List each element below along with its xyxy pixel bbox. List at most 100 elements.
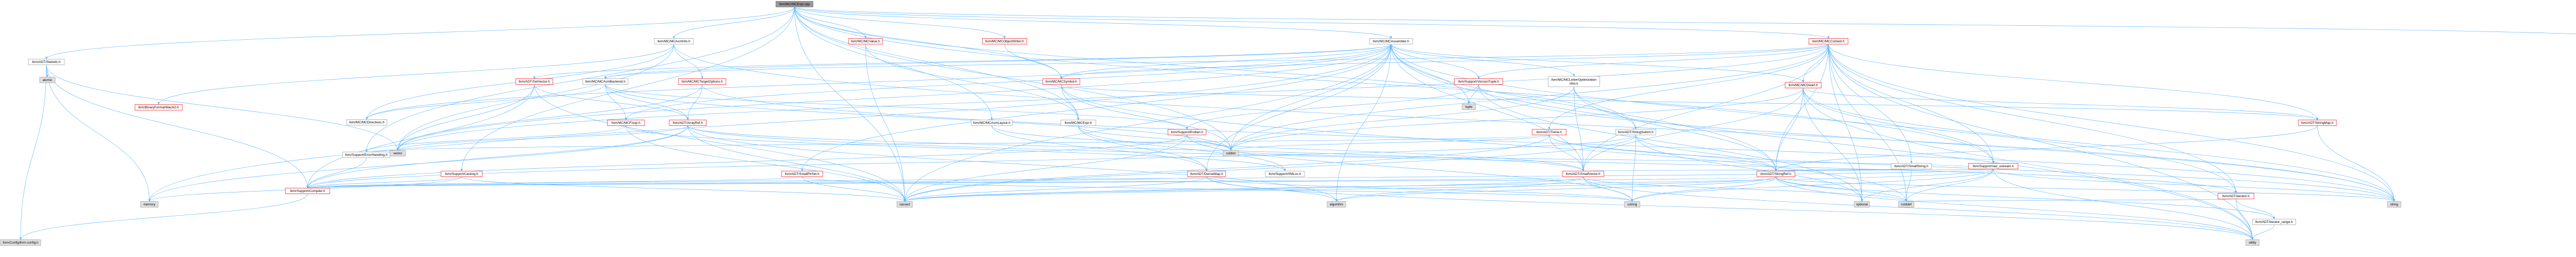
node-setvector[interactable]: llvm/ADT/SetVector.h bbox=[515, 78, 553, 85]
node-statistic[interactable]: llvm/ADT/Statistic.h bbox=[28, 59, 65, 65]
node-box-vector[interactable] bbox=[389, 150, 406, 156]
node-box-smallptrset[interactable] bbox=[781, 171, 823, 177]
node-box-mcdirectives[interactable] bbox=[346, 119, 387, 125]
edge-mccontext-to-vector bbox=[398, 44, 1829, 151]
node-mcexpr_focus[interactable]: llvm/MC/MCExpr.cpp bbox=[775, 1, 814, 7]
node-box-smallstring[interactable] bbox=[1891, 163, 1932, 169]
node-mcasmbackend[interactable]: llvm/MC/MCAsmBackend.h bbox=[582, 78, 629, 85]
node-box-versiontuple[interactable] bbox=[1454, 78, 1503, 85]
node-box-mcasminfo[interactable] bbox=[654, 38, 694, 44]
node-smallvector[interactable]: llvm/ADT/SmallVector.h bbox=[1562, 171, 1604, 177]
node-box-compiler[interactable] bbox=[285, 188, 330, 194]
node-mcasminfo[interactable]: llvm/MC/MCAsmInfo.h bbox=[654, 38, 694, 44]
node-box-binaryformat[interactable] bbox=[134, 104, 183, 110]
node-box-iterator_range[interactable] bbox=[2252, 219, 2296, 225]
node-box-densemap[interactable] bbox=[1187, 171, 1226, 177]
node-twine[interactable]: llvm/ADT/Twine.h bbox=[1532, 129, 1567, 135]
node-binaryformat[interactable]: llvm/BinaryFormat/MachO.h bbox=[134, 104, 183, 110]
node-mcdirectives[interactable]: llvm/MC/MCDirectives.h bbox=[346, 119, 387, 125]
node-iterator_range[interactable]: llvm/ADT/iterator_range.h bbox=[2252, 219, 2296, 225]
node-box-mcexpr_focus[interactable] bbox=[775, 1, 814, 7]
node-box-arrayref[interactable] bbox=[669, 120, 707, 126]
node-box-mcvalue[interactable] bbox=[848, 38, 883, 44]
node-box-rawostream[interactable] bbox=[1968, 163, 2019, 169]
node-smlocation[interactable]: llvm/Support/SMLoc.h bbox=[1265, 171, 1305, 177]
node-box-casting[interactable] bbox=[440, 171, 483, 177]
node-box-mcexpr_h[interactable] bbox=[1060, 120, 1096, 126]
node-box-mcasmlayout[interactable] bbox=[971, 120, 1013, 126]
node-box-mccontext[interactable] bbox=[1808, 38, 1849, 44]
node-utility[interactable]: utility bbox=[2245, 239, 2260, 246]
node-box-llvmconfig[interactable] bbox=[0, 239, 41, 246]
node-algorithm[interactable]: algorithm bbox=[1327, 201, 1346, 207]
node-cstring[interactable]: cstring bbox=[1624, 201, 1640, 207]
node-atomic[interactable]: atomic bbox=[39, 77, 56, 83]
node-box-cstdint[interactable] bbox=[1223, 150, 1239, 156]
node-stringref[interactable]: llvm/ADT/StringRef.h bbox=[1756, 171, 1795, 177]
node-cstdint[interactable]: cstdint bbox=[1223, 150, 1239, 156]
node-box-iterator[interactable] bbox=[2217, 193, 2255, 199]
node-box-cstring[interactable] bbox=[1624, 201, 1640, 207]
node-box-tuple[interactable] bbox=[1462, 104, 1476, 110]
node-mcdwarf[interactable]: llvm/MC/MCDwarf.h bbox=[1785, 82, 1822, 88]
node-box-cstddef[interactable] bbox=[1898, 201, 1914, 207]
node-arrayref[interactable]: llvm/ADT/ArrayRef.h bbox=[669, 120, 707, 126]
node-box-mcdwarf[interactable] bbox=[1785, 82, 1822, 88]
node-box-memory[interactable] bbox=[140, 201, 159, 207]
node-cassert[interactable]: cassert bbox=[896, 201, 913, 207]
node-mcasmlayout[interactable]: llvm/MC/MCAsmLayout.h bbox=[971, 120, 1013, 126]
edge-iterator-to-iterator_range bbox=[2235, 199, 2274, 219]
node-mcvalue[interactable]: llvm/MC/MCValue.h bbox=[848, 38, 883, 44]
node-tuple[interactable]: tuple bbox=[1462, 104, 1476, 110]
node-mcassembler[interactable]: llvm/MC/MCAssembler.h bbox=[1369, 38, 1413, 44]
node-stringmap[interactable]: llvm/ADT/StringMap.h bbox=[2298, 120, 2337, 126]
node-endian[interactable]: llvm/Support/Endian.h bbox=[1167, 129, 1207, 135]
node-box-cassert[interactable] bbox=[896, 201, 913, 207]
node-box-endian[interactable] bbox=[1167, 129, 1207, 135]
node-compiler[interactable]: llvm/Support/Compiler.h bbox=[285, 188, 330, 194]
node-cstddef[interactable]: cstddef bbox=[1898, 201, 1914, 207]
node-box-mcsymbol[interactable] bbox=[1042, 78, 1080, 85]
node-box-atomic[interactable] bbox=[39, 77, 56, 83]
node-box-optional[interactable] bbox=[1854, 201, 1870, 207]
node-mcsymbol[interactable]: llvm/MC/MCSymbol.h bbox=[1042, 78, 1080, 85]
node-box-mcobjectwriter[interactable] bbox=[982, 38, 1027, 44]
node-box-mcassembler[interactable] bbox=[1369, 38, 1413, 44]
node-mcfixup[interactable]: llvm/MC/MCFixup.h bbox=[607, 120, 645, 126]
node-rawostream[interactable]: llvm/Support/raw_ostream.h bbox=[1968, 163, 2019, 169]
node-box-twine[interactable] bbox=[1532, 129, 1567, 135]
node-box-mcasmbackend[interactable] bbox=[582, 78, 629, 85]
node-casting[interactable]: llvm/Support/Casting.h bbox=[440, 171, 483, 177]
node-box-mctargetoptions[interactable] bbox=[678, 78, 726, 85]
node-box-stringref[interactable] bbox=[1756, 171, 1795, 177]
node-box-smlocation[interactable] bbox=[1265, 171, 1305, 177]
node-mccontext[interactable]: llvm/MC/MCContext.h bbox=[1808, 38, 1849, 44]
node-versiontuple[interactable]: llvm/Support/VersionTuple.h bbox=[1454, 78, 1503, 85]
node-llvmconfig[interactable]: llvm/Config/llvm-config.h bbox=[0, 239, 41, 246]
node-string[interactable]: string bbox=[2387, 201, 2401, 207]
node-label-mcexpr_focus: llvm/MC/MCExpr.cpp bbox=[779, 3, 810, 6]
node-box-stringmap[interactable] bbox=[2298, 120, 2337, 126]
node-memory[interactable]: memory bbox=[140, 201, 159, 207]
node-stringswitch[interactable]: llvm/ADT/StringSwitch.h bbox=[1615, 129, 1656, 135]
node-box-setvector[interactable] bbox=[515, 78, 553, 85]
node-box-mcfixup[interactable] bbox=[607, 120, 645, 126]
node-box-smallvector[interactable] bbox=[1562, 171, 1604, 177]
node-box-string[interactable] bbox=[2387, 201, 2401, 207]
node-mcexpr_h[interactable]: llvm/MC/MCExpr.h bbox=[1060, 120, 1096, 126]
node-box-statistic[interactable] bbox=[28, 59, 65, 65]
node-smallstring[interactable]: llvm/ADT/SmallString.h bbox=[1891, 163, 1932, 169]
node-vector[interactable]: vector bbox=[389, 150, 406, 156]
node-mctargetoptions[interactable]: llvm/MC/MCTargetOptions.h bbox=[678, 78, 726, 85]
node-box-linkeropt[interactable] bbox=[1548, 76, 1600, 87]
node-iterator[interactable]: llvm/ADT/iterator.h bbox=[2217, 193, 2255, 199]
node-box-utility[interactable] bbox=[2245, 239, 2260, 246]
node-box-stringswitch[interactable] bbox=[1615, 129, 1656, 135]
node-smallptrset[interactable]: llvm/ADT/SmallPtrSet.h bbox=[781, 171, 823, 177]
node-densemap[interactable]: llvm/ADT/DenseMap.h bbox=[1187, 171, 1226, 177]
node-box-algorithm[interactable] bbox=[1327, 201, 1346, 207]
node-mcobjectwriter[interactable]: llvm/MC/MCObjectWriter.h bbox=[982, 38, 1027, 44]
node-optional[interactable]: optional bbox=[1854, 201, 1870, 207]
node-errorhandling[interactable]: llvm/Support/ErrorHandling.h bbox=[342, 152, 391, 158]
